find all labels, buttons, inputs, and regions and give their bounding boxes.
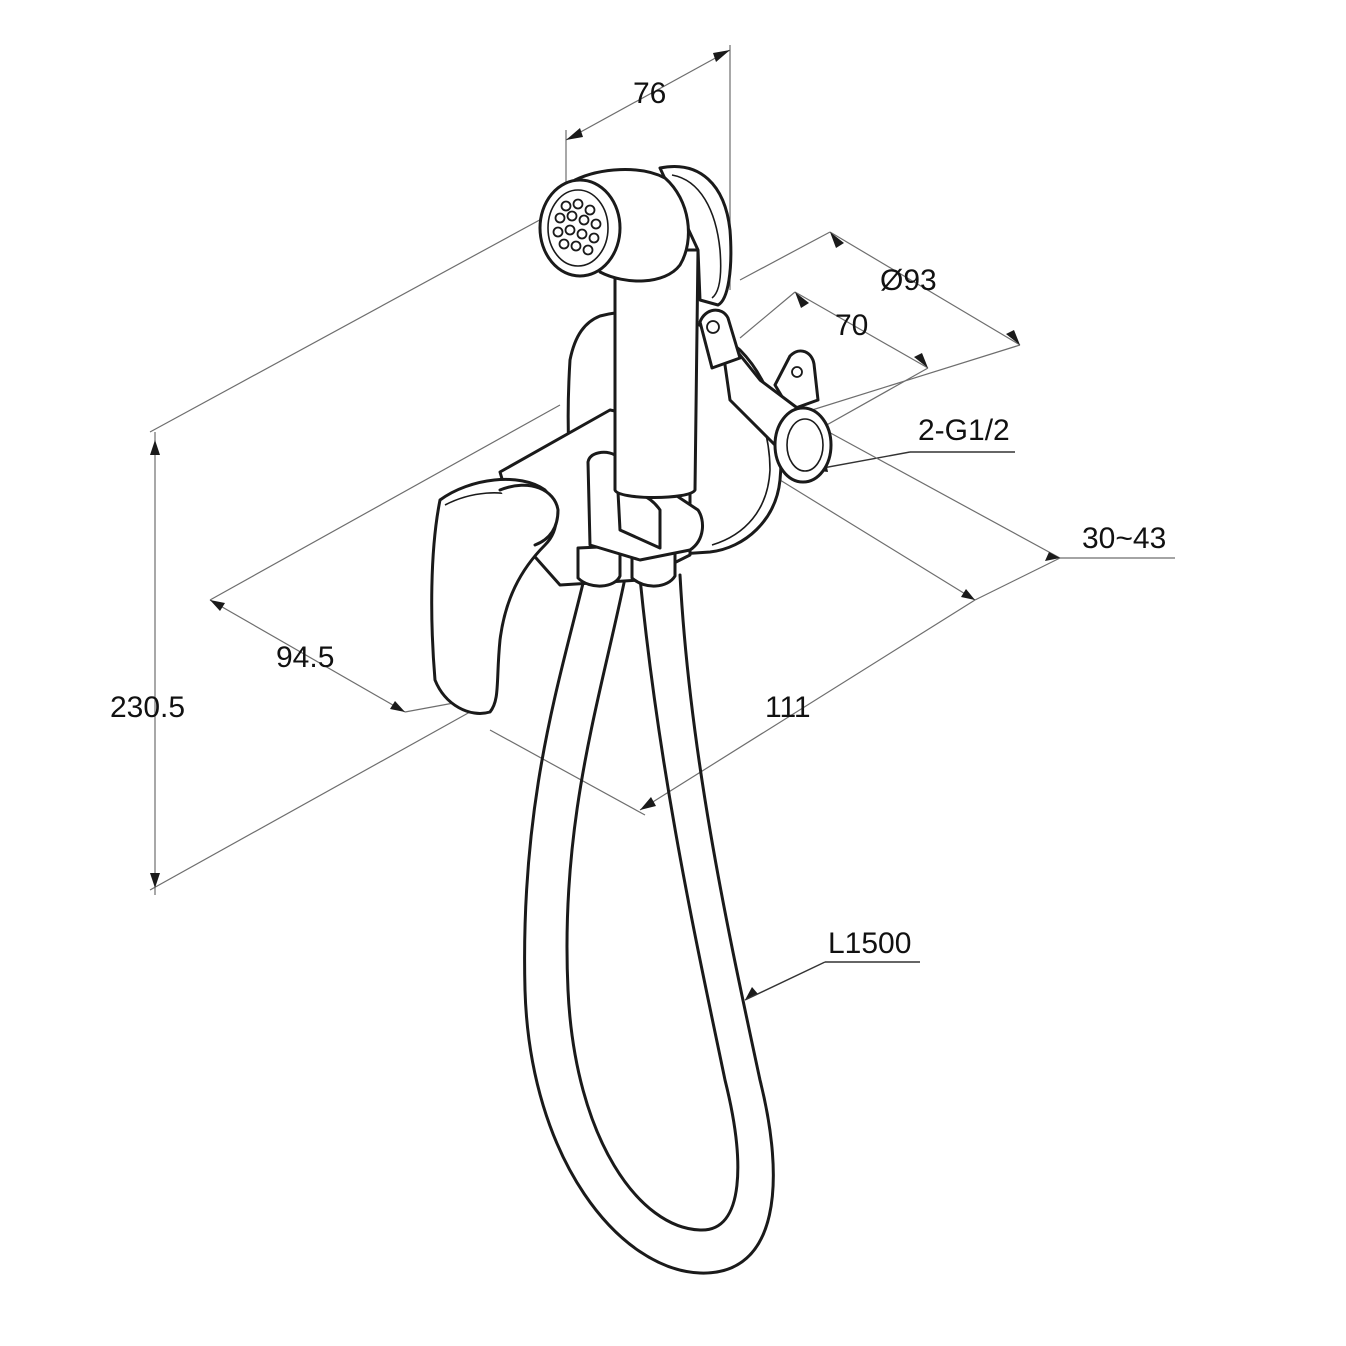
dim-wall-adjustment: 30~43 bbox=[1082, 522, 1166, 555]
dim-plate-inner: 70 bbox=[835, 309, 868, 342]
hose-inner bbox=[565, 576, 740, 1232]
dim-nozzle-width: 76 bbox=[633, 77, 666, 110]
dimension-lines bbox=[149, 45, 1175, 895]
sprayer-stem bbox=[613, 248, 700, 499]
dim-connection: 2-G1/2 bbox=[918, 414, 1010, 447]
hose-outer bbox=[523, 573, 775, 1275]
dim-body-width: 111 bbox=[765, 691, 811, 724]
nozzle-holes bbox=[552, 198, 602, 256]
mount-lug bbox=[773, 349, 820, 412]
dim-handle-depth: 94.5 bbox=[276, 641, 334, 674]
bidet-mixer-illustration bbox=[430, 165, 833, 1275]
hose-leader bbox=[744, 961, 920, 1001]
dim-total-height: 230.5 bbox=[110, 691, 185, 724]
dim-hose-length: L1500 bbox=[828, 927, 911, 960]
dim-plate-diameter: Ø93 bbox=[880, 264, 937, 297]
dimension-labels: 76 Ø93 70 2-G1/2 30~43 94.5 230.5 111 L1… bbox=[110, 77, 1166, 960]
